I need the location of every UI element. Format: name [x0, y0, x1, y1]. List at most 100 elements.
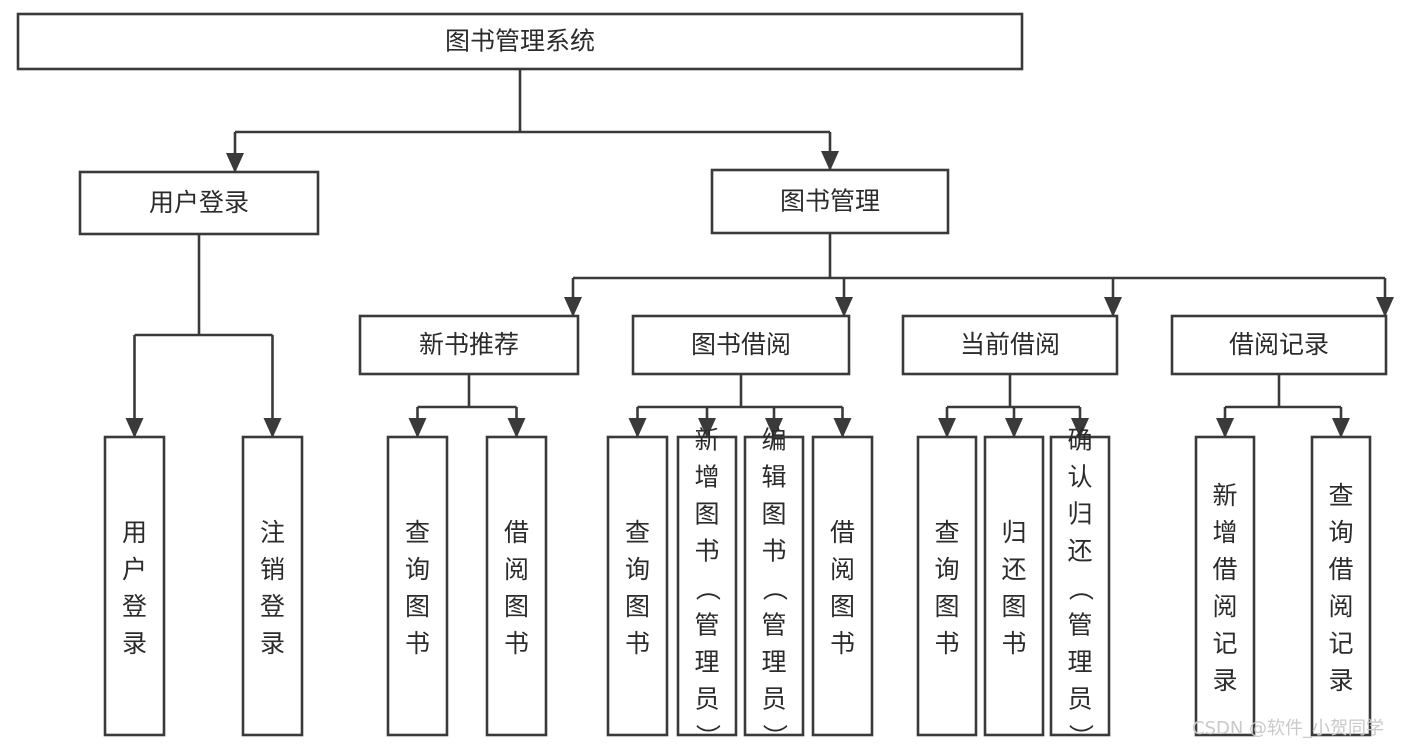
node-label: 图书借阅: [691, 330, 791, 359]
leaf-label-char: 确: [1067, 425, 1092, 454]
arrow-head-icon: [1376, 297, 1394, 317]
leaf-label-char: 注: [260, 518, 285, 547]
leaf-label-char: 管: [694, 610, 719, 639]
node-box: [901, 314, 1119, 376]
node-label: 借阅记录: [1229, 330, 1329, 359]
arrow-head-icon: [835, 297, 853, 317]
node-box: [485, 435, 548, 737]
node-box: [916, 435, 978, 737]
node-box: [16, 12, 1024, 71]
leaf-label-char: 图: [504, 592, 529, 621]
node-box: [1194, 435, 1256, 737]
csdn-watermark: CSDN @软件_小贺同学: [1192, 718, 1384, 739]
leaf-label-char: 书: [1001, 629, 1026, 658]
leaf-label-char: 图: [761, 499, 786, 528]
leaf-label-char: （: [693, 576, 722, 601]
leaf-label-char: 还: [1067, 536, 1092, 565]
arrow-head-icon: [1104, 297, 1122, 317]
node-label: 图书管理系统: [445, 27, 595, 56]
arrow-head-icon: [1005, 418, 1023, 438]
leaf-label-char: 登: [260, 592, 285, 621]
arrow-head-icon: [628, 418, 647, 438]
level2-node-current-borrow[interactable]: 当前借阅: [901, 314, 1119, 376]
leaf-label-char: 录: [122, 629, 147, 658]
level1-node-book-manage[interactable]: 图书管理: [710, 168, 950, 235]
leaf-label-char: 认: [1067, 462, 1092, 491]
node-box: [241, 435, 304, 737]
leaf-label-char: 归: [1001, 518, 1026, 547]
leaf-label-char: 录: [1328, 666, 1353, 695]
leaf-label-char: 借: [504, 518, 529, 547]
leaf-label-char: 借: [1212, 555, 1237, 584]
node-box: [606, 435, 669, 737]
arrow-head-icon: [698, 418, 716, 438]
leaf-label-char: 书: [934, 629, 959, 658]
leaf-label-char: 理: [694, 647, 719, 676]
connector-layer: [125, 69, 1394, 438]
node-box: [103, 435, 166, 737]
node-label: 当前借阅: [960, 330, 1060, 359]
leaf-label-char: 用: [122, 518, 147, 547]
leaf-label-char: 查: [934, 518, 959, 547]
node-box: [631, 314, 851, 376]
leaf-label-char: 图: [625, 592, 650, 621]
arrow-head-icon: [1216, 418, 1234, 438]
leaf-label-char: 归: [1067, 499, 1092, 528]
leaf-label-char: 辑: [761, 462, 786, 491]
leaf-label-char: 新: [1212, 481, 1237, 510]
node-box: [983, 435, 1045, 737]
leaf-label-char: 理: [761, 647, 786, 676]
level2-node-new-book-recommend[interactable]: 新书推荐: [358, 314, 580, 376]
level2-node-book-borrow[interactable]: 图书借阅: [631, 314, 851, 376]
leaf-label-char: 阅: [1328, 592, 1353, 621]
leaf-node-leaf-user-login[interactable]: 用户登录: [103, 435, 166, 737]
node-label: 图书管理: [780, 187, 880, 216]
leaf-label-char: 询: [625, 555, 650, 584]
level1-node-user-login[interactable]: 用户登录: [78, 170, 320, 236]
arrow-head-icon: [125, 418, 144, 438]
leaf-label-char: 录: [1212, 666, 1237, 695]
leaf-label-char: 书: [761, 536, 786, 565]
leaf-label-char: ）: [693, 724, 722, 747]
leaf-label-char: 书: [625, 629, 650, 658]
arrow-head-icon: [1071, 418, 1089, 438]
arrow-head-icon: [226, 153, 244, 173]
node-box: [710, 168, 950, 235]
leaf-label-char: 阅: [504, 555, 529, 584]
leaf-label-char: ）: [760, 724, 789, 747]
leaf-label-char: 编: [761, 425, 786, 454]
node-box: [78, 170, 320, 236]
node-box: [743, 435, 805, 737]
leaf-label-char: 还: [1001, 555, 1026, 584]
root-node-undefined[interactable]: 图书管理系统: [16, 12, 1024, 71]
node-box: [386, 435, 449, 737]
leaf-label-char: 书: [830, 629, 855, 658]
node-box: [1170, 314, 1388, 376]
arrow-head-icon: [263, 418, 282, 438]
leaf-label-char: 借: [830, 518, 855, 547]
leaf-label-char: 员: [761, 684, 786, 713]
node-box: [1049, 435, 1111, 737]
leaf-label-char: 阅: [1212, 592, 1237, 621]
node-box: [358, 314, 580, 376]
leaf-label-char: 图: [830, 592, 855, 621]
leaf-label-char: 图: [934, 592, 959, 621]
node-layer: 图书管理系统用户登录图书管理新书推荐图书借阅当前借阅借阅记录用户登录注销登录查询…: [16, 12, 1388, 747]
level2-node-borrow-record[interactable]: 借阅记录: [1170, 314, 1388, 376]
leaf-label-char: 户: [122, 555, 147, 584]
leaf-label-char: 管: [761, 610, 786, 639]
